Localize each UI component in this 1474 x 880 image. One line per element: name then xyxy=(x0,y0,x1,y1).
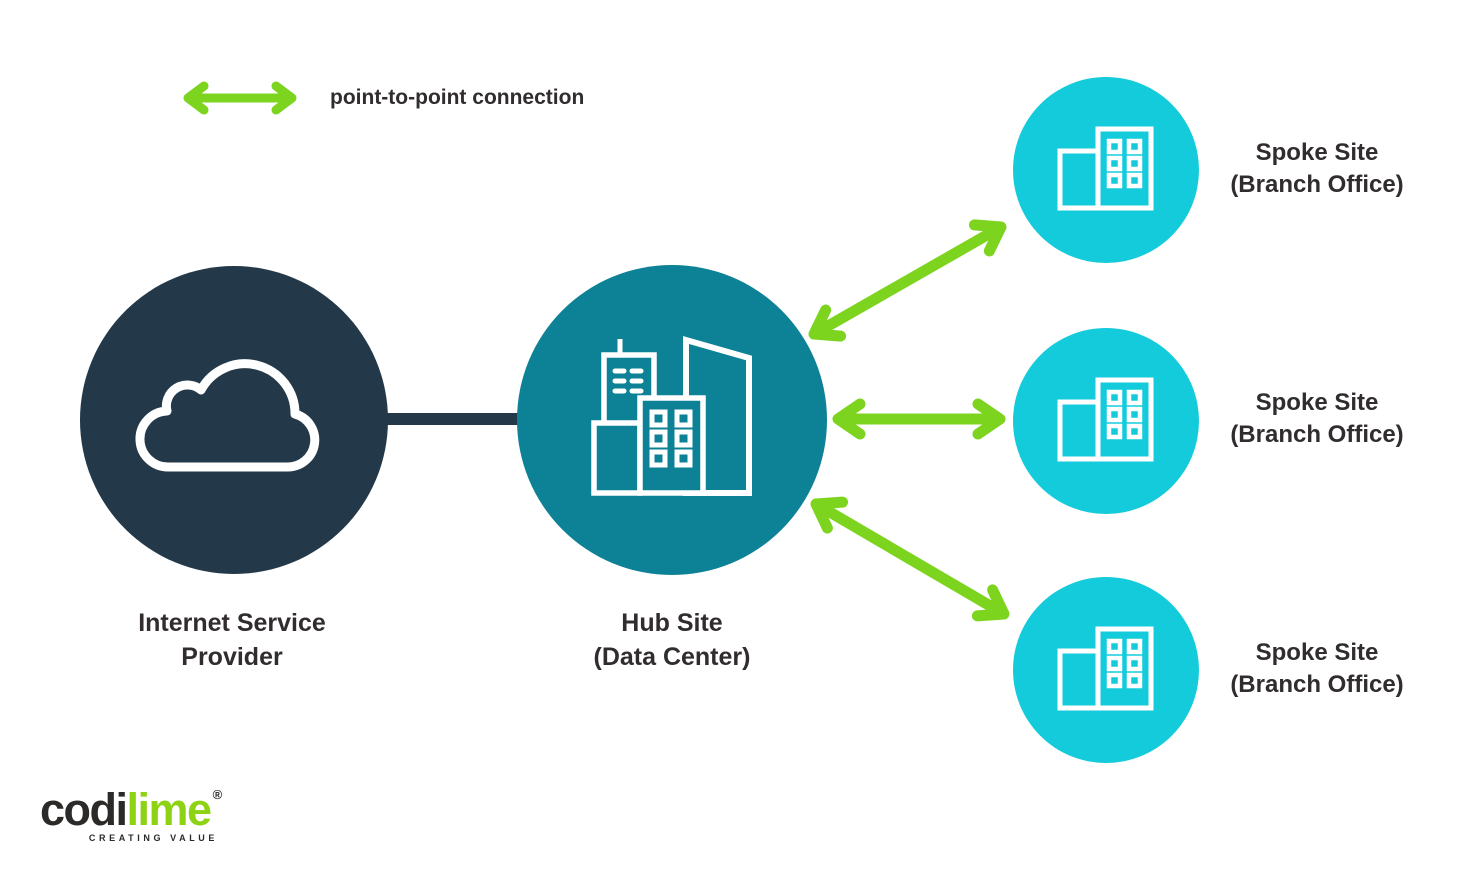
isp-label-line2: Provider xyxy=(181,643,283,671)
cloud-icon xyxy=(135,359,320,472)
hub-label: Hub Site (Data Center) xyxy=(502,606,842,674)
hub-label-line2: (Data Center) xyxy=(593,643,751,671)
logo-wordmark: codilime® xyxy=(40,784,223,835)
arrow-hub-spoke-3 xyxy=(810,496,1010,622)
spoke-label-3-line2: (Branch Office) xyxy=(1230,671,1404,698)
office-building-icon xyxy=(1057,377,1154,462)
city-buildings-icon xyxy=(591,336,752,496)
spoke-label-1-line1: Spoke Site xyxy=(1255,139,1379,166)
spoke-label-1-line2: (Branch Office) xyxy=(1230,171,1404,198)
spoke-node-1 xyxy=(1013,77,1199,263)
logo-lime: lime xyxy=(126,784,213,835)
logo-tagline: CREATING VALUE xyxy=(88,833,218,843)
double-arrow-icon xyxy=(183,81,297,115)
isp-label-line1: Internet Service xyxy=(138,609,326,637)
hub-label-line1: Hub Site xyxy=(621,609,723,637)
isp-label: Internet Service Provider xyxy=(62,606,402,674)
legend-label: point-to-point connection xyxy=(330,86,585,109)
spoke-label-2: Spoke Site (Branch Office) xyxy=(1186,387,1448,451)
spoke-label-3-line1: Spoke Site xyxy=(1255,639,1379,666)
registered-trademark-icon: ® xyxy=(212,787,223,802)
hub-node xyxy=(517,265,827,575)
spoke-label-3: Spoke Site (Branch Office) xyxy=(1186,637,1448,701)
legend: point-to-point connection xyxy=(180,78,584,118)
isp-node xyxy=(80,266,388,574)
office-building-icon xyxy=(1057,626,1154,711)
spoke-label-2-line2: (Branch Office) xyxy=(1230,421,1404,448)
spoke-label-1: Spoke Site (Branch Office) xyxy=(1186,137,1448,201)
spoke-node-2 xyxy=(1013,328,1199,514)
isp-hub-link xyxy=(378,413,526,425)
codilime-logo: codilime® CREATING VALUE xyxy=(40,784,223,843)
spoke-node-3 xyxy=(1013,577,1199,763)
spoke-label-2-line1: Spoke Site xyxy=(1255,389,1379,416)
arrow-hub-spoke-1 xyxy=(808,219,1007,342)
logo-codi: codi xyxy=(40,784,128,835)
office-building-icon xyxy=(1057,126,1154,211)
